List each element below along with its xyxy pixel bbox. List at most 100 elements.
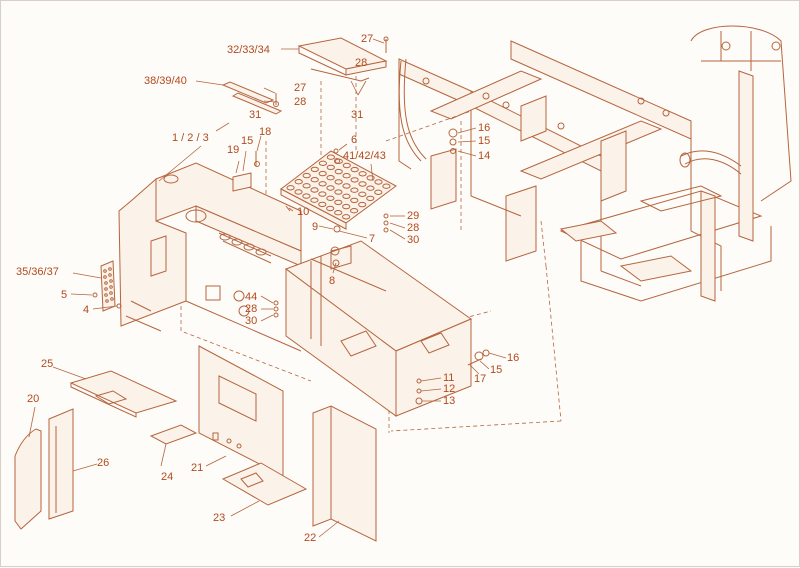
chassis-frame bbox=[398, 25, 792, 302]
grille-hole bbox=[326, 195, 335, 202]
bracket-38-40 bbox=[221, 81, 283, 115]
grille-hole bbox=[374, 189, 383, 196]
grille-plate bbox=[280, 150, 397, 230]
main-housing bbox=[118, 162, 302, 352]
grille-hole bbox=[334, 189, 343, 195]
side-grille-panel bbox=[100, 260, 116, 312]
grille-hole bbox=[318, 160, 327, 167]
callout-30-mid: 30 bbox=[407, 234, 420, 246]
grille-hole bbox=[286, 185, 295, 191]
callout-12: 12 bbox=[443, 383, 456, 395]
callout-10: 10 bbox=[297, 206, 310, 218]
callout-28-mid: 28 bbox=[407, 222, 420, 234]
callout-25: 25 bbox=[41, 358, 54, 370]
callout-38-39-40: 38/39/40 bbox=[144, 75, 187, 87]
grille-hole bbox=[358, 171, 367, 177]
grille-hole bbox=[302, 183, 311, 189]
grille-hole bbox=[350, 187, 359, 193]
callout-41-42-43: 41/42/43 bbox=[343, 150, 386, 162]
grille-hole bbox=[326, 154, 335, 160]
top-cover bbox=[297, 37, 388, 82]
callout-31-left: 31 bbox=[249, 109, 262, 121]
grille-hole bbox=[342, 162, 351, 169]
callout-24: 24 bbox=[161, 471, 174, 483]
grille-hole bbox=[382, 183, 391, 189]
grille-hole bbox=[334, 210, 343, 216]
grille-hole bbox=[366, 185, 375, 191]
callout-26: 26 bbox=[97, 457, 110, 469]
grille-hole bbox=[358, 181, 367, 187]
callout-4: 4 bbox=[83, 304, 90, 316]
callout-20: 20 bbox=[27, 393, 40, 405]
callout-28-bracket: 28 bbox=[294, 96, 307, 108]
callout-16-top: 16 bbox=[478, 122, 491, 134]
callout-9: 9 bbox=[312, 221, 319, 233]
callout-31-right: 31 bbox=[351, 109, 364, 121]
callout-44: 44 bbox=[245, 291, 258, 303]
callout-27-bracket: 27 bbox=[294, 82, 307, 94]
battery-box bbox=[284, 240, 473, 417]
grille-hole bbox=[358, 191, 367, 198]
lower-panels bbox=[14, 345, 377, 542]
callout-6: 6 bbox=[351, 134, 358, 146]
grille-hole bbox=[302, 172, 311, 179]
callout-21: 21 bbox=[191, 462, 204, 474]
grille-hole bbox=[350, 166, 359, 173]
grille-hole bbox=[366, 175, 375, 181]
callout-15-left: 15 bbox=[241, 135, 254, 147]
callout-29: 29 bbox=[407, 210, 420, 222]
fasteners bbox=[92, 36, 490, 405]
grille-hole bbox=[334, 168, 343, 175]
callout-22: 22 bbox=[304, 532, 317, 544]
callout-35-36-37: 35/36/37 bbox=[16, 266, 59, 278]
callout-7: 7 bbox=[369, 233, 376, 245]
grille-hole bbox=[326, 185, 335, 191]
callout-32-33-34: 32/33/34 bbox=[227, 44, 270, 56]
grille-hole bbox=[350, 197, 359, 204]
callout-15-top: 15 bbox=[478, 135, 491, 147]
grille-hole bbox=[374, 179, 383, 185]
callout-28-low: 28 bbox=[245, 303, 258, 315]
callout-11: 11 bbox=[443, 372, 455, 384]
callout-27-top: 27 bbox=[361, 33, 374, 45]
callout-16-low: 16 bbox=[507, 352, 520, 364]
grille-hole bbox=[350, 177, 359, 183]
grille-hole bbox=[318, 201, 327, 208]
callout-8: 8 bbox=[329, 275, 336, 287]
grille-hole bbox=[342, 173, 351, 179]
grille-hole bbox=[294, 189, 303, 195]
callout-19: 19 bbox=[227, 144, 240, 156]
grille-hole bbox=[342, 203, 351, 210]
callout-1-2-3: 1 / 2 / 3 bbox=[172, 132, 209, 144]
grille-hole bbox=[334, 179, 343, 185]
grille-hole bbox=[342, 214, 351, 220]
grille-hole bbox=[318, 170, 327, 177]
callout-15-low: 15 bbox=[490, 364, 503, 376]
callout-23: 23 bbox=[213, 512, 226, 524]
grille-hole bbox=[310, 197, 319, 203]
grille-hole bbox=[310, 177, 319, 183]
grille-hole bbox=[342, 193, 351, 200]
grille-hole bbox=[342, 183, 351, 189]
grille-hole bbox=[318, 191, 327, 197]
grille-hole bbox=[334, 199, 343, 206]
grille-hole bbox=[326, 205, 335, 212]
grille-hole bbox=[326, 175, 335, 181]
grille-hole bbox=[310, 187, 319, 193]
callout-18: 18 bbox=[259, 126, 272, 138]
callout-13: 13 bbox=[443, 395, 456, 407]
grille-hole bbox=[318, 181, 327, 187]
grille-hole bbox=[366, 195, 375, 202]
callout-leaders bbox=[28, 38, 507, 538]
callout-30-low: 30 bbox=[245, 315, 258, 327]
grille-hole bbox=[302, 193, 311, 199]
grille-hole bbox=[350, 208, 359, 214]
callout-17: 17 bbox=[474, 373, 487, 385]
callout-5: 5 bbox=[61, 289, 68, 301]
callout-28-top: 28 bbox=[355, 57, 368, 69]
grille-hole bbox=[358, 201, 367, 208]
grille-hole bbox=[294, 179, 303, 185]
grille-hole bbox=[326, 164, 335, 171]
